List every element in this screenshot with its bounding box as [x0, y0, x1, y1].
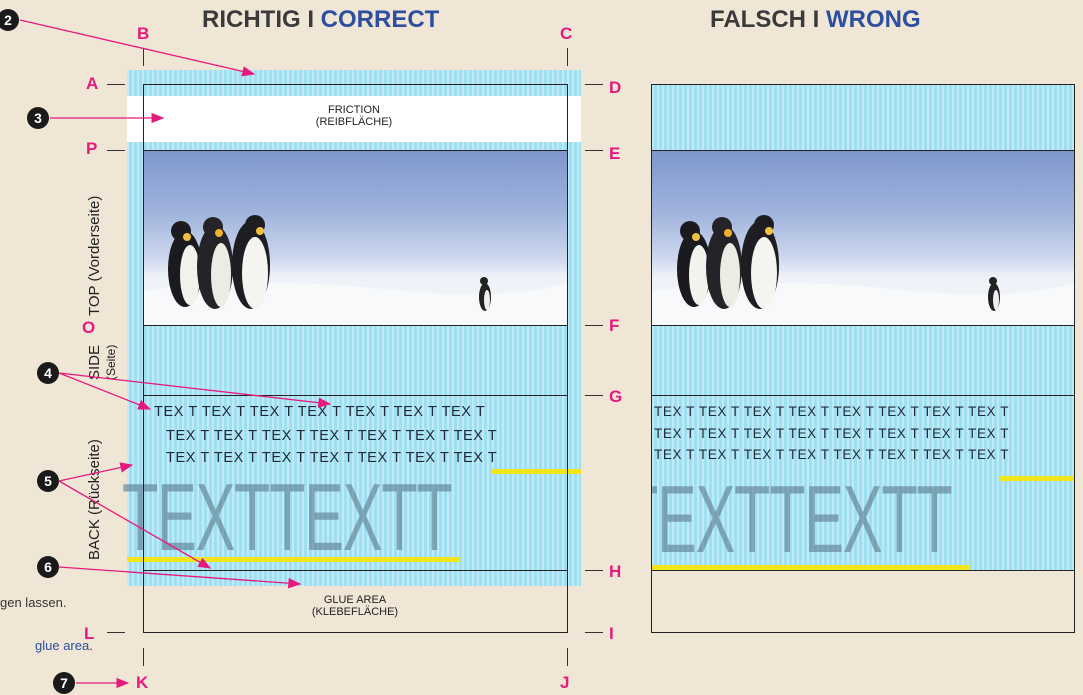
letter-A: A [86, 74, 99, 93]
bullet-7: 7 [53, 672, 75, 694]
letter-D: D [609, 78, 622, 97]
tick-I [585, 632, 603, 633]
letter-I: I [609, 624, 614, 643]
tick-P [107, 150, 125, 151]
correct-text-row-1: TEX T TEX T TEX T TEX T TEX T TEX T TEX … [154, 404, 486, 420]
left-fragment-line1: gen lassen. [0, 595, 67, 610]
letter-J: J [560, 673, 570, 692]
correct-frame-right [567, 84, 568, 633]
letter-O: O [82, 318, 96, 337]
wrong-heading-prefix: FALSCH I [710, 6, 820, 33]
left-fragment-line2: glue area. [35, 638, 93, 653]
wrong-line-G [651, 395, 1075, 396]
tick-A [107, 84, 125, 85]
wrong-text-row-3: TEX T TEX T TEX T TEX T TEX T TEX T TEX … [654, 447, 1010, 462]
correct-text-row-3: TEX T TEX T TEX T TEX T TEX T TEX T TEX … [166, 450, 498, 466]
bullet-6: 6 [37, 556, 59, 578]
tick-D [585, 84, 603, 85]
friction-label: FRICTION (REIBFLÄCHE) [127, 104, 581, 128]
correct-frame-bottom [143, 632, 568, 633]
bullet-2: 2 [0, 9, 19, 31]
letter-K: K [136, 673, 149, 692]
tick-L [107, 632, 125, 633]
tick-F [585, 325, 603, 326]
letter-L: L [84, 624, 95, 643]
correct-line-H [143, 570, 568, 571]
arrow-4a [58, 372, 152, 410]
bullet-5: 5 [37, 470, 59, 492]
letter-C: C [560, 24, 573, 43]
wrong-heading-suffix: WRONG [826, 6, 921, 33]
correct-heading-prefix: RICHTIG I [202, 6, 314, 33]
penguins-illustration [143, 215, 567, 326]
wrong-top-stripes [652, 84, 1074, 150]
glue-area-line1: GLUE AREA [323, 594, 387, 606]
wrong-frame-left [651, 84, 652, 633]
bullet-3: 3 [27, 107, 49, 129]
wrong-big-text: TEXTTEXTT [652, 466, 953, 570]
tick-B [143, 48, 144, 66]
wrong-text-row-2: TEX T TEX T TEX T TEX T TEX T TEX T TEX … [654, 426, 1010, 441]
tick-E [585, 150, 603, 151]
letter-G: G [609, 387, 623, 406]
tick-C [567, 48, 568, 66]
wrong-photo [652, 151, 1074, 326]
arrow-5a [58, 462, 134, 482]
wrong-yellow-line-right [1000, 476, 1074, 481]
correct-line-G [143, 395, 568, 396]
wrong-side-back-stripes: TEX T TEX T TEX T TEX T TEX T TEX T TEX … [652, 326, 1074, 570]
arrow-6 [58, 566, 302, 589]
wrong-glue-area [652, 571, 1074, 632]
correct-line-F [143, 325, 568, 326]
tick-H [585, 570, 603, 571]
correct-photo [143, 151, 567, 326]
wrong-frame-bottom [651, 632, 1075, 633]
wrong-line-H [651, 570, 1075, 571]
correct-heading-suffix: CORRECT [320, 6, 440, 33]
tick-K [143, 648, 144, 666]
tick-G [585, 395, 603, 396]
tick-J [567, 648, 568, 666]
letter-F: F [609, 316, 620, 335]
friction-area [127, 96, 581, 142]
correct-line-E [143, 150, 568, 151]
letter-B: B [137, 24, 150, 43]
correct-text-row-2: TEX T TEX T TEX T TEX T TEX T TEX T TEX … [166, 428, 498, 444]
wrong-frame-right [1074, 84, 1075, 633]
correct-yellow-line-bottom [127, 557, 460, 562]
letter-H: H [609, 562, 622, 581]
left-fragment-period: . [89, 638, 93, 653]
penguins-illustration-wrong [652, 215, 1074, 326]
glue-area-label: GLUE AREA (KLEBEFLÄCHE) [143, 594, 567, 618]
correct-heading: RICHTIG I CORRECT [202, 6, 439, 34]
arrow-5b [58, 480, 212, 569]
wrong-yellow-line-bottom [652, 565, 970, 570]
letter-E: E [609, 144, 621, 163]
friction-label-line1: FRICTION [328, 104, 380, 116]
arrow-4b [58, 372, 332, 408]
wrong-line-E [651, 150, 1075, 151]
glue-area-line2: (KLEBEFLÄCHE) [311, 606, 399, 618]
friction-label-line2: (REIBFLÄCHE) [315, 116, 393, 128]
wrong-heading: FALSCH I WRONG [710, 6, 921, 34]
letter-P: P [86, 139, 98, 158]
wrong-line-F [651, 325, 1075, 326]
bullet-4: 4 [37, 362, 59, 384]
correct-yellow-line-right [492, 469, 581, 474]
arrow-2 [19, 19, 256, 77]
correct-frame-top [143, 84, 568, 85]
correct-frame-left [143, 84, 144, 633]
wrong-frame-top [651, 84, 1075, 85]
wrong-text-row-1: TEX T TEX T TEX T TEX T TEX T TEX T TEX … [654, 404, 1010, 419]
left-fragment-glue-area: glue area [35, 638, 90, 653]
